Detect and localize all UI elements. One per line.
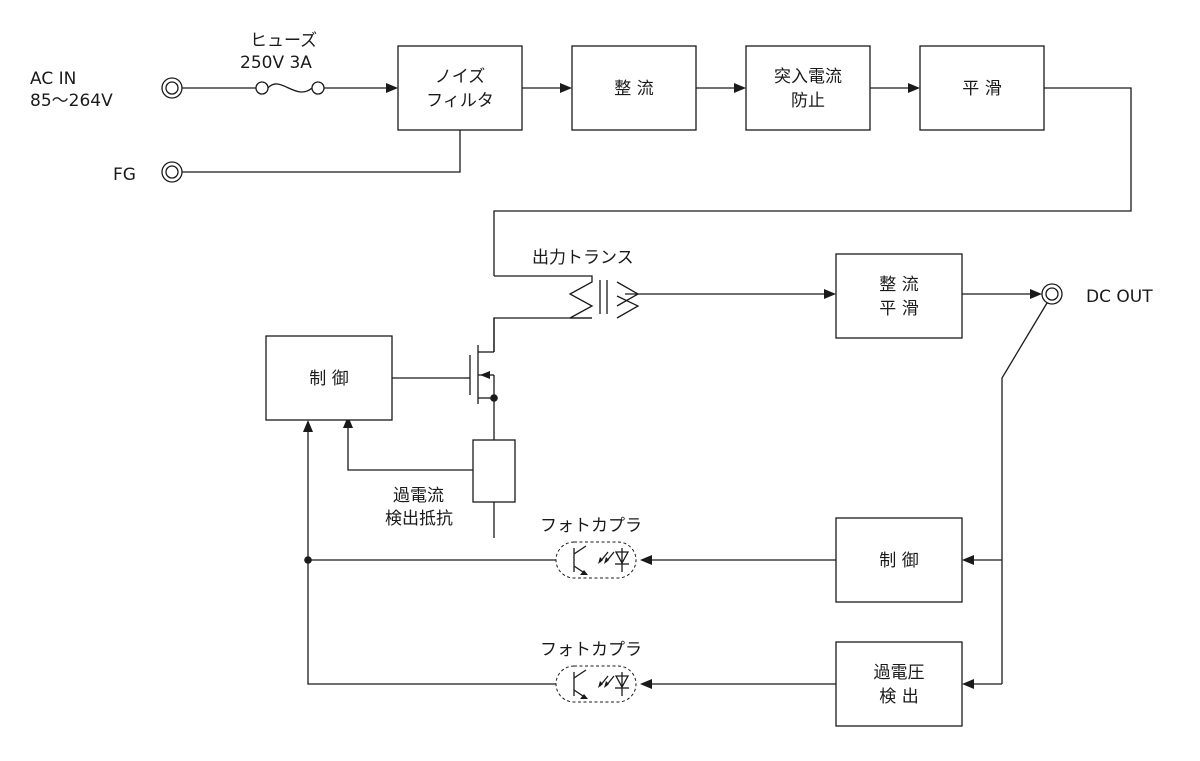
fuse-rating: 250V 3A: [240, 53, 312, 73]
secondary-rect-smooth-block: 整 流 平 滑: [835, 253, 963, 339]
noise-filter-line1: ノイズ: [435, 67, 486, 87]
fuse-label: ヒューズ: [250, 31, 317, 51]
arrow-to-pc2: [640, 679, 652, 689]
inrush-line2: 防止: [791, 91, 825, 111]
rectifier-label: 整 流: [614, 79, 653, 99]
secondary-control-label: 制 御: [879, 551, 918, 571]
arrow-to-ovp: [962, 679, 974, 689]
ac-in-label-line2: 85〜264V: [30, 91, 113, 111]
inrush-prevention-block: 突入電流 防止: [745, 45, 871, 131]
rectifier-block: 整 流: [571, 45, 697, 131]
overvoltage-detect-block: 過電圧 検 出: [835, 641, 963, 727]
noise-filter-line2: フィルタ: [426, 91, 494, 111]
smoothing-block: 平 滑: [919, 45, 1045, 131]
fuse-symbol: [182, 81, 398, 95]
ovp-line2: 検 出: [879, 687, 918, 707]
arrow-nf-rect: [560, 83, 572, 93]
photocoupler-1-label: フォトカプラ: [540, 516, 642, 536]
arrow-into-primary-control: [303, 420, 313, 432]
arrow-to-sec-control: [962, 555, 974, 565]
fg-label: FG: [113, 165, 136, 185]
photocoupler-1: [555, 541, 637, 579]
dc-out-terminal: [1041, 283, 1063, 305]
mosfet-switch: [392, 318, 498, 440]
arrow-to-dc-out: [1030, 289, 1042, 299]
primary-control-label: 制 御: [309, 369, 348, 389]
photocoupler-2: [555, 665, 637, 703]
output-transformer: [493, 275, 836, 352]
ac-in-label-line1: AC IN: [30, 69, 76, 89]
current-sense-resistor: [343, 416, 516, 538]
arrow-to-pc1: [640, 555, 652, 565]
arrow-inrush-smooth: [908, 83, 920, 93]
dc-bus-wire: [493, 87, 1132, 276]
secondary-rect-line1: 整 流: [879, 275, 918, 295]
feedback-junction-dot: [304, 556, 312, 564]
inrush-line1: 突入電流: [774, 67, 842, 87]
arrow-rect-inrush: [734, 83, 746, 93]
pc2-to-primary-wire: [307, 428, 556, 685]
dc-out-label: DC OUT: [1086, 287, 1153, 307]
photocoupler-2-label: フォトカプラ: [540, 640, 642, 660]
primary-control-block: 制 御: [265, 335, 393, 421]
noise-filter-block: ノイズ フィルタ: [397, 45, 523, 131]
smoothing-label: 平 滑: [962, 79, 1001, 99]
secondary-control-block: 制 御: [835, 517, 963, 603]
ac-in-label: AC IN 85〜264V: [30, 69, 113, 111]
feedback-wire: [1001, 302, 1048, 684]
fg-terminal: [161, 161, 183, 183]
transformer-label: 出力トランス: [532, 248, 634, 268]
fg-wire: [182, 130, 461, 173]
current-sense-line1: 過電流: [393, 486, 444, 506]
ovp-line1: 過電圧: [874, 663, 925, 683]
secondary-rect-line2: 平 滑: [879, 299, 918, 319]
current-sense-line2: 検出抵抗: [385, 509, 453, 529]
ac-in-terminal: [161, 77, 183, 99]
